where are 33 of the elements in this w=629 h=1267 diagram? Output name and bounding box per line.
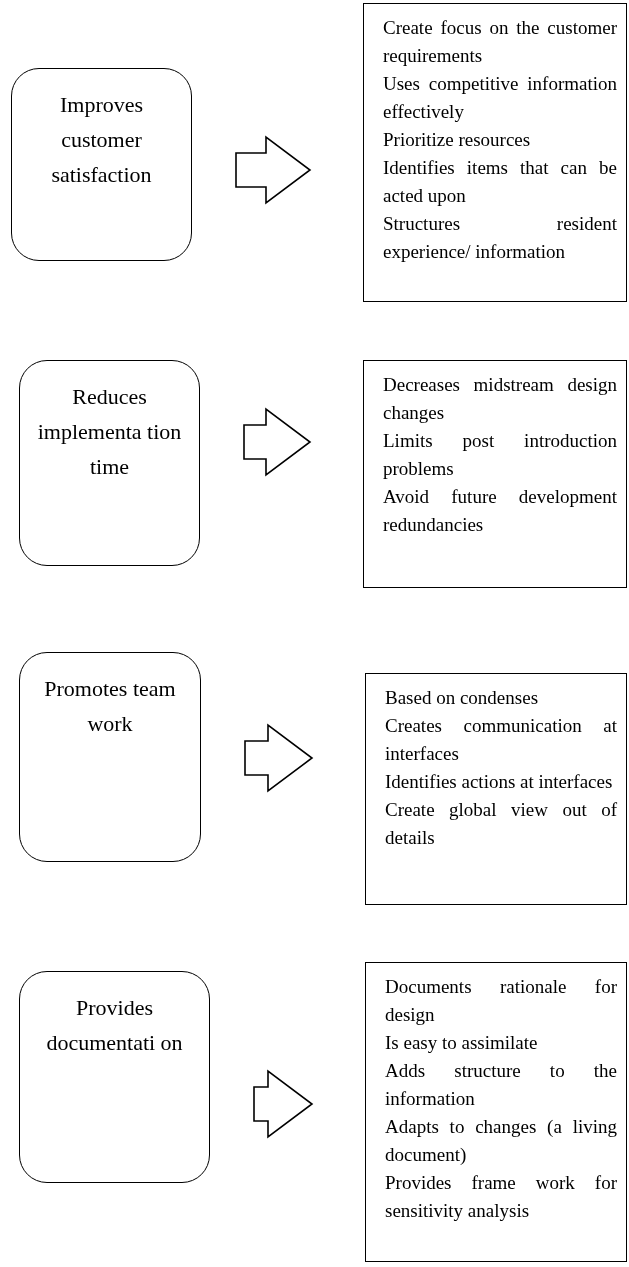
list-item: Is easy to assimilate	[385, 1031, 539, 1055]
list-item: Creates communication at interfaces	[385, 714, 617, 766]
list-item: Identifies actions at interfaces	[385, 770, 614, 794]
list-item: Create focus on the customer requirements	[383, 16, 617, 68]
list-item: Based on condenses	[385, 686, 540, 710]
list-item: Avoid future development redundancies	[383, 485, 617, 537]
list-item: Decreases midstream design changes	[383, 373, 617, 425]
list-box	[365, 962, 627, 1262]
rounded-box	[19, 971, 210, 1183]
list-item: Limits post introduction problems	[383, 429, 617, 481]
node-label: Promotes team work	[43, 675, 177, 738]
list-item: Provides frame work for sensitivity analysis	[385, 1171, 617, 1223]
list-item: Adds structure to the information	[385, 1059, 617, 1111]
rounded-box	[11, 68, 192, 261]
list-item: Prioritize resources	[383, 128, 532, 152]
block-arrow	[244, 723, 314, 793]
block-arrow	[235, 135, 312, 205]
list-item: Create global view out of details	[385, 798, 617, 850]
block-arrow	[243, 407, 312, 477]
block-arrow	[253, 1069, 314, 1139]
rounded-box	[19, 360, 200, 566]
list-item: Uses competitive information effectively	[383, 72, 617, 124]
list-item: Identifies items that can be acted upon	[383, 156, 617, 208]
list-box	[363, 360, 627, 588]
rounded-box	[19, 652, 201, 862]
node-label: Provides documentati on	[45, 994, 184, 1057]
list-item: Structures resident experience/ information	[383, 212, 617, 264]
node-label: Improves customer satisfaction	[50, 91, 153, 189]
list-item: Documents rationale for design	[385, 975, 617, 1027]
list-item: Adapts to changes (a living document)	[385, 1115, 617, 1167]
node-label: Reduces implementa tion time	[36, 383, 183, 481]
list-box	[365, 673, 627, 905]
list-box	[363, 3, 627, 302]
